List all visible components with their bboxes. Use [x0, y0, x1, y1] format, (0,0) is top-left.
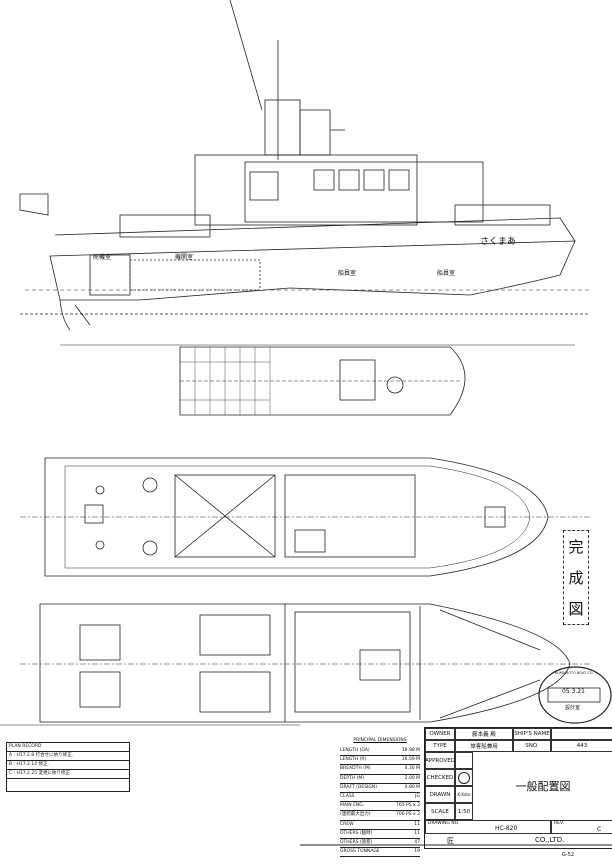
scale-value: 1:50: [455, 803, 473, 820]
upper-deck-plan: [179, 346, 466, 416]
approved-seal: [455, 752, 473, 769]
dimension-value: 765 PS x 2: [396, 803, 420, 809]
main-deck-plan: [20, 457, 590, 577]
stamp-date: 05.3.21: [562, 688, 585, 695]
dimension-label: LENGTH (OA): [340, 748, 370, 753]
completion-char: 成: [568, 569, 584, 587]
plan-record-row: B : H17.2.14 修正.: [7, 761, 129, 770]
compartment-label-steering: 舵機室: [93, 254, 112, 261]
dimension-label: CLASS: [340, 793, 355, 799]
stamp-text: KUMAMOTO BOAT CO.: [555, 671, 594, 675]
dimension-value: 19: [414, 849, 420, 855]
ships-name-value: [551, 728, 612, 740]
drawn-value: K.Kato: [455, 786, 473, 803]
dimension-label: CREW: [340, 821, 354, 827]
sno-value: 443: [551, 740, 612, 752]
drawing-no-label: DRAWING NO.: [425, 820, 551, 834]
scale-label: SCALE: [425, 803, 455, 820]
dimension-row: LENGTH (R) 16.59 M: [340, 756, 420, 766]
compartment-label-crew-1: 船員室: [338, 270, 357, 277]
compartment-label-crew-2: 船員室: [437, 270, 456, 277]
rev-label: REV.: [551, 820, 612, 834]
dimension-row: LENGTH (OA) 19.98 M: [340, 747, 420, 757]
dimension-value: JG: [415, 793, 420, 799]
dimension-value: 700 PS x 2: [396, 812, 420, 818]
plan-record-row: C : H17.2.25 変更に依り修正.: [7, 770, 129, 779]
dimension-label: BREADTH (M): [340, 766, 371, 772]
plan-record: PLAN RECORD A : H17.2.8 打合せに依り修正. B : H1…: [6, 742, 130, 792]
dimension-label: (連続最大出力): [340, 812, 371, 818]
dimension-label: DEPTH (M): [340, 775, 364, 781]
checked-label: CHECKED: [425, 769, 455, 786]
ships-name-label: SHIP'S NAME: [513, 728, 551, 740]
dimension-label: OTHERS (臨時): [340, 830, 373, 836]
dimension-row: BREADTH (M) 4.30 M: [340, 765, 420, 775]
rev-value: C: [597, 826, 602, 833]
dimension-value: 19.98 M: [401, 748, 420, 753]
sheet-number: G-52: [562, 852, 575, 858]
dimension-row: DEPTH (M) 2.00 M: [340, 775, 420, 784]
completion-char: 完: [568, 538, 584, 556]
type-label: TYPE: [425, 740, 455, 752]
type-value: 旅客船兼用: [455, 740, 513, 752]
dimension-row: GROSS TONNAGE 19: [340, 848, 420, 858]
dimension-row: OTHERS (臨時) 11: [340, 830, 420, 839]
dimension-row: CREW 11: [340, 821, 420, 830]
dimension-value: 2.00 M: [404, 775, 420, 781]
dimension-row: OTHERS (旅客) 47: [340, 839, 420, 849]
ship-name-marking: さくまあ: [480, 237, 517, 247]
checked-seal: [455, 769, 473, 786]
drawing-title: 一般配置図: [515, 780, 571, 793]
stamp-sub: 設計室: [565, 705, 581, 711]
dimension-value: 4.30 M: [404, 766, 420, 772]
company-mark: 匠: [447, 837, 454, 845]
dimension-label: MAIN ENG.: [340, 803, 365, 809]
dimension-row: (連続最大出力) 700 PS x 2: [340, 811, 420, 821]
plan-record-row: A : H17.2.8 打合せに依り修正.: [7, 752, 129, 761]
profile-view: [19, 0, 590, 346]
company-stamp: [538, 666, 612, 724]
dimension-value: 16.59 M: [401, 757, 420, 763]
drawn-label: DRAWN: [425, 786, 455, 803]
completion-mark: 完 成 図: [563, 530, 589, 625]
dimension-value: 11: [414, 830, 420, 836]
dimension-label: OTHERS (旅客): [340, 839, 373, 845]
dimension-value: 11: [414, 821, 420, 827]
principal-dimensions: PRINCIPAL DIMENSIONS LENGTH (OA)19.98 M …: [340, 738, 420, 858]
plan-record-title: PLAN RECORD: [7, 743, 129, 752]
owner-value: 藤本義 殿: [455, 728, 513, 740]
sno-label: SNO.: [513, 740, 551, 752]
dimension-value: 47: [414, 839, 420, 845]
dimension-value: 0.80 M: [404, 784, 420, 790]
owner-label: OWNER: [425, 728, 455, 740]
dimension-label: DRAFT (DESIGN): [340, 784, 378, 790]
compartment-label-engine: 機関室: [175, 254, 194, 261]
dimension-label: LENGTH (R): [340, 757, 367, 763]
approved-label: APPROVED: [425, 752, 455, 769]
drawing-no-value: HC-820: [495, 825, 518, 832]
title-block: OWNER 藤本義 殿 SHIP'S NAME TYPE 旅客船兼用 SNO. …: [424, 727, 612, 849]
dimension-row: DRAFT (DESIGN) 0.80 M: [340, 784, 420, 793]
principal-dimensions-title: PRINCIPAL DIMENSIONS: [353, 738, 407, 743]
dimension-label: GROSS TONNAGE: [340, 849, 380, 855]
dimension-row: CLASS JG: [340, 793, 420, 803]
completion-char: 図: [568, 600, 584, 618]
company-name: CO.,LTD.: [535, 836, 565, 844]
dimension-row: MAIN ENG. 765 PS x 2: [340, 802, 420, 812]
lower-deck-plan: [20, 603, 590, 723]
